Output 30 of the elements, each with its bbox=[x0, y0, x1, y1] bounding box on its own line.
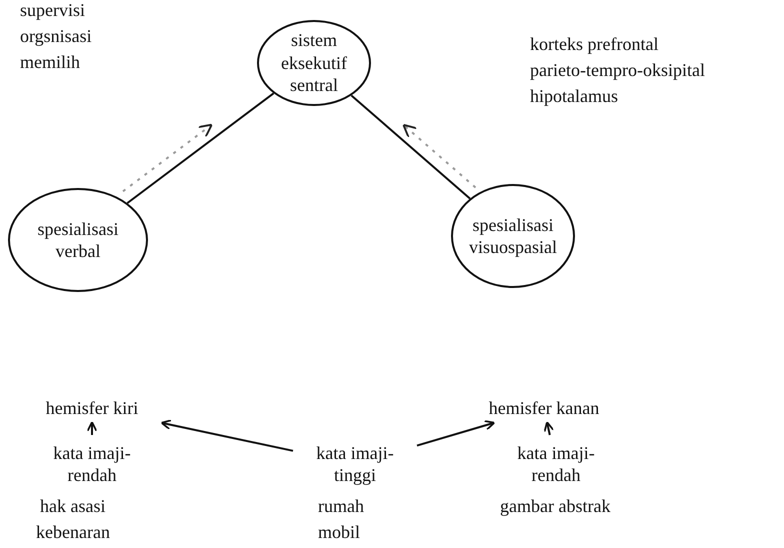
process-ellipse bbox=[8, 188, 148, 292]
arrow bbox=[416, 420, 496, 447]
node-text: hemisfer kiri bbox=[22, 396, 162, 420]
arrow bbox=[544, 421, 554, 436]
direction-arrow bbox=[122, 124, 213, 192]
node-label: spesialisasi visuospasial bbox=[468, 214, 558, 258]
node-text: hemisfer kanan bbox=[474, 396, 614, 420]
note-text: korteks prefrontal bbox=[530, 34, 658, 56]
node-text: kata imaji-rendah bbox=[496, 438, 616, 490]
note-text: memilih bbox=[20, 52, 80, 74]
process-ellipse bbox=[451, 184, 575, 288]
node-text: kata imaji-rendah bbox=[32, 438, 152, 490]
note-text: gambar abstrak bbox=[500, 496, 610, 518]
connector-line bbox=[126, 92, 274, 204]
process-ellipse bbox=[257, 20, 371, 106]
direction-arrow bbox=[402, 124, 476, 188]
note-text: hak asasi bbox=[40, 496, 106, 518]
node-text: kata imaji-tinggi bbox=[296, 438, 414, 490]
note-text: supervisi bbox=[20, 0, 85, 22]
note-text: hipotalamus bbox=[530, 86, 618, 108]
connector-line bbox=[350, 94, 471, 200]
node-label: sistem eksekutif sentral bbox=[280, 29, 348, 97]
arrow bbox=[86, 421, 98, 435]
arrow bbox=[160, 419, 294, 452]
note-text: rumah bbox=[318, 496, 364, 518]
node-label: spesialisasi verbal bbox=[36, 218, 120, 262]
note-text: mobil bbox=[318, 522, 360, 544]
note-text: parieto-tempro-oksipital bbox=[530, 60, 705, 82]
note-text: kebenaran bbox=[36, 522, 110, 544]
note-text: orgsnisasi bbox=[20, 26, 92, 48]
